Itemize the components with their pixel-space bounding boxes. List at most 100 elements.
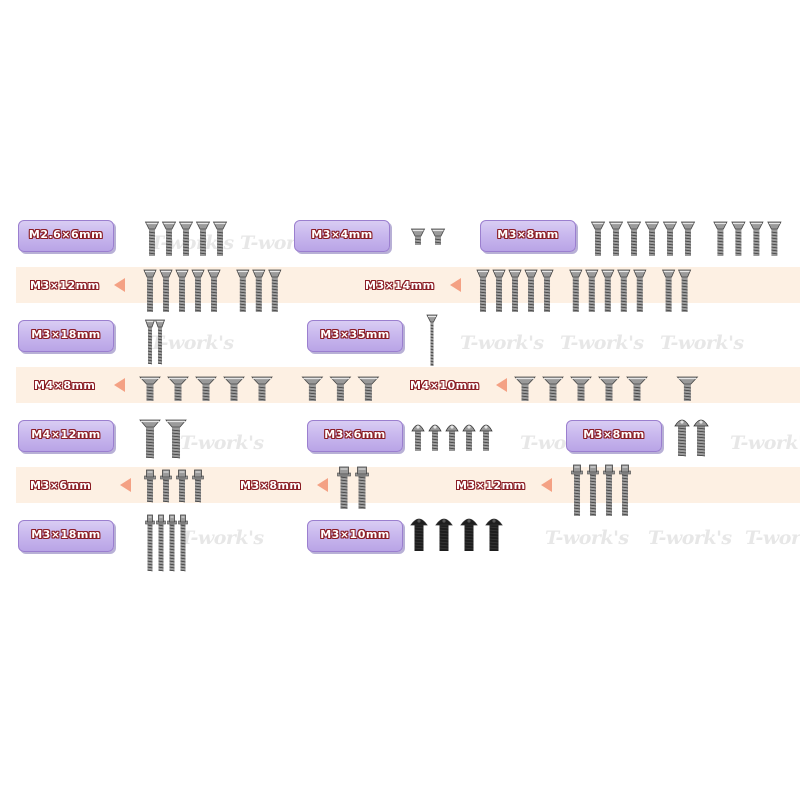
size-label: M3×6mm — [307, 420, 403, 452]
pointer-arrow-icon — [114, 378, 125, 392]
screw-icon — [619, 464, 631, 516]
screw-icon — [268, 269, 282, 312]
size-label: M3×35mm — [307, 320, 403, 352]
screw-icon — [195, 221, 211, 256]
screw-icon — [207, 269, 221, 312]
screw-icon — [139, 419, 161, 459]
screw-icon — [176, 469, 188, 503]
screw-icon — [508, 269, 522, 312]
size-label: M3×6mm — [30, 479, 92, 492]
screw-icon — [713, 221, 728, 256]
screw-icon — [410, 518, 428, 551]
screw-icon — [524, 269, 538, 312]
screw-icon — [514, 376, 536, 401]
size-label: M3×10mm — [307, 520, 403, 552]
screw-icon — [223, 376, 245, 401]
screw-icon — [191, 269, 205, 312]
pointer-arrow-icon — [541, 478, 552, 492]
screw-icon — [608, 221, 624, 256]
screw-icon — [144, 221, 160, 256]
watermark: T-work's — [648, 527, 732, 549]
screw-icon — [192, 469, 204, 503]
size-label: M3×12mm — [456, 479, 526, 492]
screw-icon — [355, 466, 369, 509]
screw-icon — [329, 376, 352, 401]
watermark: T-work's — [545, 527, 629, 549]
watermark: T-work's — [460, 332, 544, 354]
screw-icon — [236, 269, 250, 312]
size-label: M3×8mm — [240, 479, 302, 492]
pointer-arrow-icon — [450, 278, 461, 292]
screw-icon — [410, 228, 426, 245]
screw-icon — [337, 466, 351, 509]
screw-icon — [492, 269, 506, 312]
size-label: M3×18mm — [18, 320, 114, 352]
screw-icon — [462, 424, 476, 451]
watermark: T-work's — [730, 432, 800, 454]
screw-icon — [626, 376, 648, 401]
screw-icon — [145, 514, 155, 572]
screw-icon — [570, 376, 592, 401]
screw-icon — [161, 221, 177, 256]
screw-icon — [357, 376, 380, 401]
screw-icon — [749, 221, 764, 256]
screw-icon — [633, 269, 647, 312]
watermark: T-work's — [150, 332, 234, 354]
size-label: M3×8mm — [480, 220, 576, 252]
screw-icon — [603, 464, 615, 516]
screw-icon — [617, 269, 631, 312]
screw-icon — [479, 424, 493, 451]
screw-icon — [435, 518, 453, 551]
screw-icon — [167, 514, 177, 572]
screw-icon — [178, 514, 188, 572]
screw-icon — [476, 269, 490, 312]
screw-icon — [767, 221, 782, 256]
screw-icon — [178, 221, 194, 256]
screw-icon — [156, 514, 166, 572]
screw-icon — [430, 228, 446, 245]
screw-icon — [677, 269, 692, 312]
screw-icon — [251, 376, 273, 401]
screw-icon — [445, 424, 459, 451]
screw-icon — [160, 469, 172, 503]
screw-icon — [590, 221, 606, 256]
screw-icon — [139, 376, 161, 401]
screw-icon — [644, 221, 660, 256]
screw-icon — [212, 221, 228, 256]
screw-icon — [485, 518, 503, 551]
screw-icon — [144, 469, 156, 503]
screw-icon — [569, 269, 583, 312]
pointer-arrow-icon — [120, 478, 131, 492]
screw-icon — [143, 269, 157, 312]
size-label: M3×4mm — [294, 220, 390, 252]
watermark: T-work's — [180, 432, 264, 454]
screw-icon — [195, 376, 217, 401]
size-label: M4×12mm — [18, 420, 114, 452]
screw-icon — [154, 319, 166, 365]
screw-icon — [676, 376, 699, 401]
screw-icon — [144, 319, 156, 365]
size-label: M4×8mm — [34, 379, 96, 392]
screw-icon — [301, 376, 324, 401]
screw-icon — [428, 424, 442, 451]
watermark: T-work's — [745, 527, 800, 549]
size-label: M4×10mm — [410, 379, 480, 392]
screw-icon — [540, 269, 554, 312]
screw-icon — [411, 424, 425, 451]
pointer-arrow-icon — [496, 378, 507, 392]
screw-icon — [626, 221, 642, 256]
screw-icon — [731, 221, 746, 256]
watermark: T-work's — [660, 332, 744, 354]
size-label: M2.6×6mm — [18, 220, 114, 252]
screw-icon — [460, 518, 478, 551]
screw-icon — [175, 269, 189, 312]
watermark: T-work's — [560, 332, 644, 354]
screw-icon — [542, 376, 564, 401]
watermark: T-work's — [180, 527, 264, 549]
screw-icon — [693, 419, 709, 457]
screw-icon — [662, 221, 678, 256]
screw-icon — [165, 419, 187, 459]
screw-icon — [661, 269, 676, 312]
